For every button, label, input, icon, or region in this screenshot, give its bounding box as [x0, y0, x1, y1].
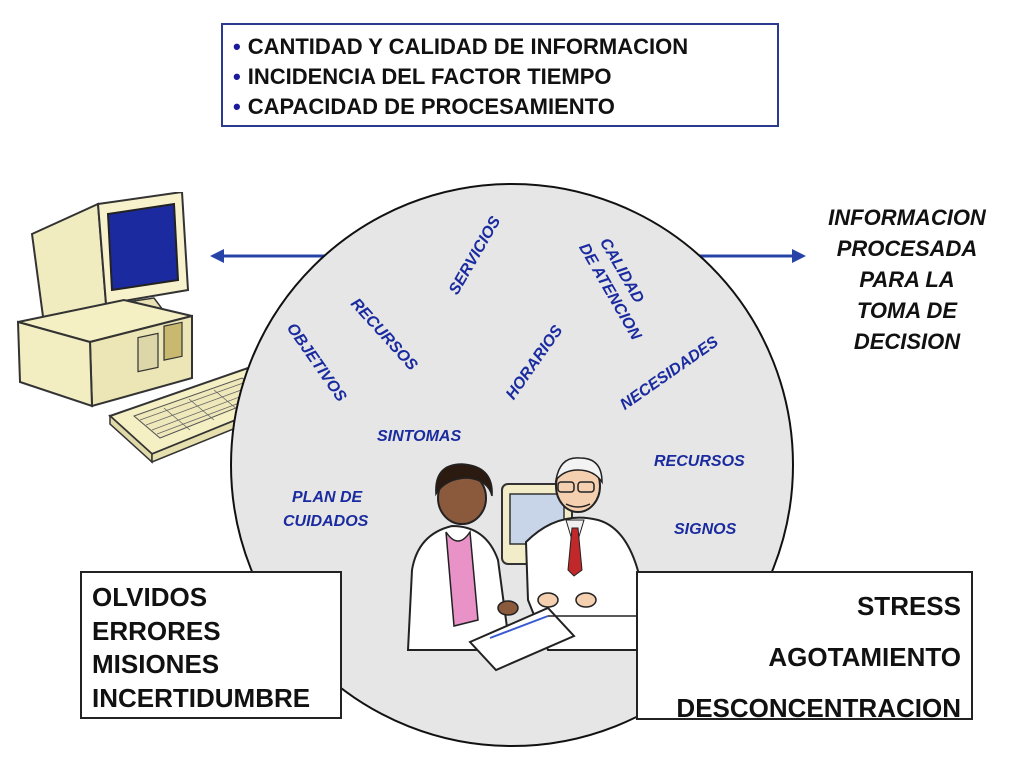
problem-line: ERRORES: [92, 615, 221, 646]
problem-line: INCERTIDUMBRE: [92, 682, 311, 713]
top-info-box: •CANTIDAD Y CALIDAD DE INFORMACION •INCI…: [221, 23, 779, 127]
doctors-illustration: [406, 457, 690, 672]
computer-icon: [16, 192, 293, 464]
word-cuidados: CUIDADOS: [283, 513, 369, 530]
problem-line: OLVIDOS: [92, 582, 208, 612]
list-item: •CANTIDAD Y CALIDAD DE INFORMACION: [233, 34, 689, 59]
problem-line: STRESS: [856, 591, 961, 621]
problem-line: MISIONES: [92, 649, 220, 679]
word-signos: SIGNOS: [674, 521, 737, 538]
top-info-list: •CANTIDAD Y CALIDAD DE INFORMACION •INCI…: [233, 32, 777, 122]
info-line: INFORMACION: [828, 205, 986, 230]
right-problems-box: STRESS AGOTAMIENTO DESCONCENTRACION: [636, 571, 973, 723]
info-line: PROCESADA: [836, 236, 978, 261]
info-line: DECISION: [853, 329, 961, 354]
list-item: •INCIDENCIA DEL FACTOR TIEMPO: [233, 64, 612, 89]
word-plan-de: PLAN DE: [292, 489, 363, 506]
left-problems-box: OLVIDOS ERRORES MISIONES INCERTIDUMBRE: [80, 571, 342, 719]
word-sintomas: SINTOMAS: [377, 428, 462, 445]
list-item: •CAPACIDAD DE PROCESAMIENTO: [233, 94, 615, 119]
problem-line: DESCONCENTRACION: [676, 693, 961, 723]
left-arrow-icon: [210, 249, 336, 263]
right-arrow-icon: [690, 249, 806, 263]
problem-line: AGOTAMIENTO: [768, 642, 961, 672]
processed-info-text: INFORMACION PROCESADA PARA LA TOMA DE DE…: [800, 202, 1014, 357]
info-line: TOMA DE: [856, 298, 958, 323]
word-recursos-right: RECURSOS: [654, 453, 745, 470]
info-line: PARA LA: [859, 267, 955, 292]
